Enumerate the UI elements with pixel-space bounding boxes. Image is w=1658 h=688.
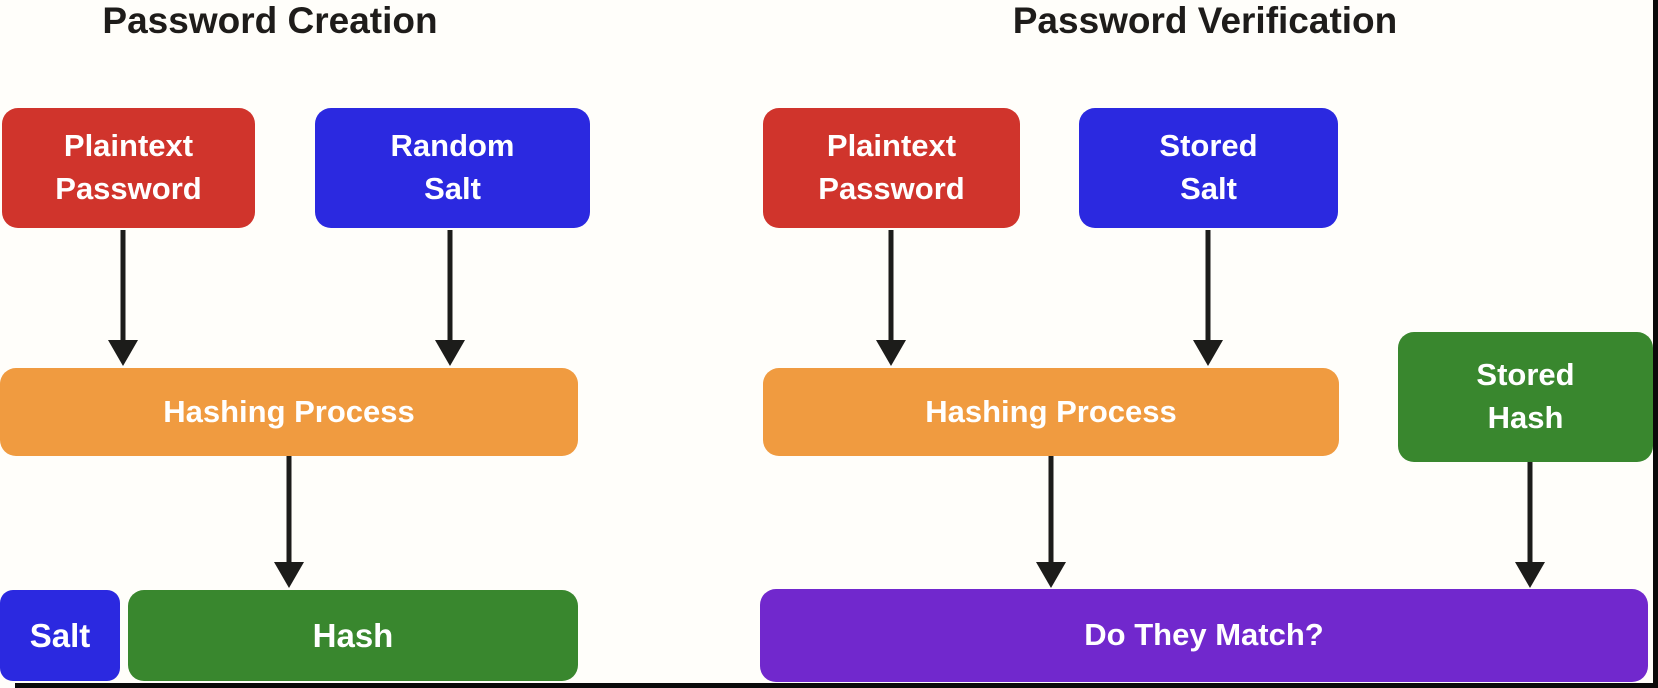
password-verification-title: Password Verification <box>1012 0 1398 41</box>
plaintext-password-label-line2: Password <box>55 171 202 206</box>
random-salt-label-line1: Random <box>390 128 515 164</box>
arrow-storedhash-to-match <box>1515 462 1545 588</box>
stored-salt-label-line2: Salt <box>1180 171 1237 206</box>
hash-result-box: Hash <box>128 590 578 681</box>
do-they-match-label: Do They Match? <box>1084 617 1324 653</box>
arrow-storedsalt-to-hashing <box>1193 230 1223 366</box>
arrow-salt-to-hashing-creation <box>435 230 465 366</box>
plaintext-password-box-verification: Plaintext Password <box>763 108 1020 228</box>
hashing-process-box-verification: Hashing Process <box>763 368 1339 456</box>
plaintext-password-verif-label-line1: Plaintext <box>826 128 957 164</box>
stored-hash-label-line1: Stored <box>1476 357 1575 393</box>
bottom-frame-edge <box>15 683 1658 688</box>
arrow-plaintext-to-hashing-creation <box>108 230 138 366</box>
random-salt-label-line2: Salt <box>424 171 481 206</box>
right-frame-edge <box>1653 0 1658 688</box>
stored-hash-label-line2: Hash <box>1487 400 1564 435</box>
stored-hash-box: Stored Hash <box>1398 332 1653 462</box>
salt-result-label: Salt <box>29 616 91 654</box>
stored-salt-box: Stored Salt <box>1079 108 1338 228</box>
arrow-hashing-to-match <box>1036 456 1066 588</box>
stored-salt-label-line1: Stored <box>1159 128 1258 164</box>
arrow-hashing-to-hash <box>274 456 304 588</box>
password-creation-title: Password Creation <box>102 0 438 41</box>
hashing-process-label-creation: Hashing Process <box>163 393 415 429</box>
hashing-process-label-verification: Hashing Process <box>925 393 1177 429</box>
arrow-plaintext-to-hashing-verification <box>876 230 906 366</box>
plaintext-password-verif-label-line2: Password <box>818 171 965 206</box>
plaintext-password-box-creation: Plaintext Password <box>2 108 255 228</box>
do-they-match-box: Do They Match? <box>760 589 1648 682</box>
salt-result-box: Salt <box>0 590 120 681</box>
plaintext-password-label-line1: Plaintext <box>63 128 194 164</box>
hash-result-label: Hash <box>312 616 394 654</box>
random-salt-box: Random Salt <box>315 108 590 228</box>
hashing-process-box-creation: Hashing Process <box>0 368 578 456</box>
